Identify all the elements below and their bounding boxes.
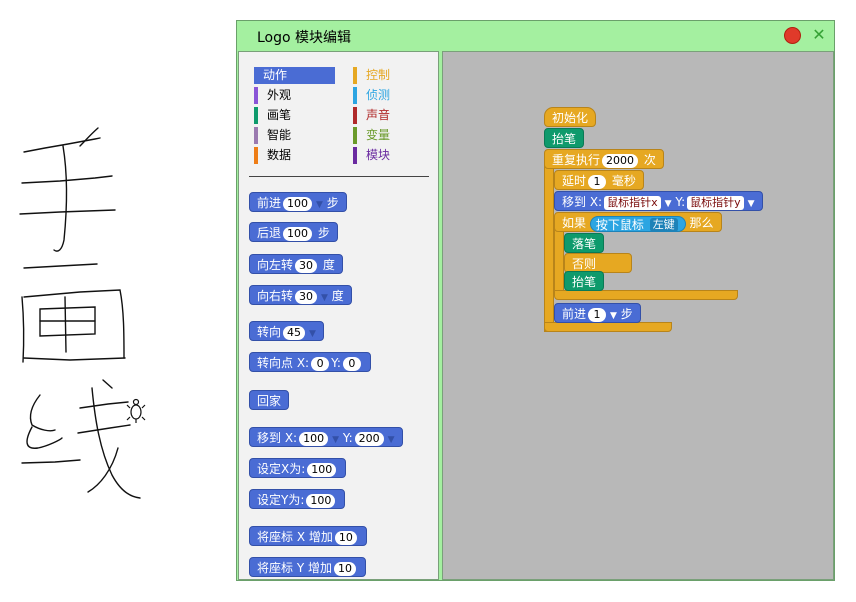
category-6[interactable]: 智能: [254, 127, 291, 144]
category-0[interactable]: 动作: [254, 67, 335, 84]
repeat-count-input[interactable]: 2000: [602, 153, 639, 168]
category-5[interactable]: 声音: [353, 107, 390, 124]
category-4[interactable]: 画笔: [254, 107, 291, 124]
stroke: [21, 296, 25, 363]
dropdown-arrow-icon[interactable]: ▼: [664, 199, 672, 209]
mouse-key-dropdown[interactable]: 左键: [649, 218, 678, 232]
stroke: [87, 447, 119, 493]
stroke: [102, 379, 113, 389]
block-goto[interactable]: 移到 X:100▼ Y:200▼: [249, 427, 403, 447]
category-3[interactable]: 侦测: [353, 87, 390, 104]
back-steps-input[interactable]: 100: [283, 226, 313, 241]
wait-input[interactable]: 1: [588, 174, 607, 189]
else-label: 否则: [564, 253, 632, 273]
stroke: [23, 263, 98, 269]
forward-steps-input[interactable]: 1: [588, 307, 607, 322]
change-x-input[interactable]: 10: [334, 530, 357, 545]
stroke: [64, 296, 67, 353]
category-2[interactable]: 外观: [254, 87, 291, 104]
dropdown-arrow-icon[interactable]: ▼: [387, 435, 395, 445]
dropdown-arrow-icon[interactable]: ▼: [332, 435, 340, 445]
stroke: [39, 306, 96, 337]
palette-divider: [249, 176, 429, 177]
mouse-down-condition[interactable]: 按下鼠标 左键: [589, 215, 686, 232]
stroke: [77, 424, 131, 434]
dropdown-arrow-icon[interactable]: ▼: [610, 311, 617, 321]
right-degrees-input[interactable]: 30: [295, 289, 318, 304]
towards-y-input[interactable]: 0: [342, 356, 361, 371]
block-set-y[interactable]: 设定Y为:100: [249, 489, 346, 509]
stroke: [23, 289, 125, 359]
block-set-x[interactable]: 设定X为:100: [249, 458, 347, 478]
goto-x-dropdown[interactable]: 鼠标指针x: [604, 195, 661, 210]
category-1[interactable]: 控制: [353, 67, 390, 84]
towards-x-input[interactable]: 0: [311, 356, 330, 371]
stroke: [53, 145, 68, 252]
block-pen-down[interactable]: 落笔: [564, 233, 605, 253]
block-init-hat[interactable]: 初始化: [544, 107, 597, 127]
block-goto-mouse[interactable]: 移到 X:鼠标指针x▼ Y:鼠标指针y▼: [554, 191, 763, 211]
dropdown-arrow-icon[interactable]: ▼: [316, 200, 323, 210]
title-bar[interactable]: Logo 模块编辑 ✕: [237, 21, 834, 51]
forward-steps-input[interactable]: 100: [283, 196, 313, 211]
turtle-icon: [126, 398, 146, 423]
stroke: [19, 209, 116, 215]
category-7[interactable]: 变量: [353, 127, 390, 144]
if-c-bottom: [554, 290, 738, 300]
if-c-arm: [554, 222, 564, 294]
stroke: [21, 459, 81, 464]
set-x-input[interactable]: 100: [307, 462, 337, 477]
stroke: [23, 357, 126, 361]
heading-input[interactable]: 45: [283, 325, 306, 340]
block-if-else[interactable]: 如果 按下鼠标 左键 那么: [554, 212, 722, 232]
close-icon[interactable]: ✕: [812, 25, 826, 44]
dropdown-arrow-icon[interactable]: ▼: [747, 199, 755, 209]
stroke: [26, 426, 63, 449]
stroke: [79, 401, 129, 409]
block-pen-up-else[interactable]: 抬笔: [564, 271, 605, 291]
category-8[interactable]: 数据: [254, 147, 291, 164]
dropdown-arrow-icon[interactable]: ▼: [321, 293, 328, 303]
block-pen-up[interactable]: 抬笔: [544, 128, 585, 148]
stroke: [23, 137, 101, 153]
category-9[interactable]: 模块: [353, 147, 390, 164]
stroke: [91, 387, 141, 499]
window-title: Logo 模块编辑: [257, 30, 352, 46]
left-degrees-input[interactable]: 30: [295, 258, 318, 273]
dropdown-arrow-icon[interactable]: ▼: [309, 329, 316, 339]
close-circle-icon[interactable]: [784, 27, 801, 44]
goto-y-input[interactable]: 200: [354, 431, 384, 446]
stroke: [29, 394, 56, 432]
block-home[interactable]: 回家: [249, 390, 290, 410]
set-y-input[interactable]: 100: [306, 493, 336, 508]
goto-y-dropdown[interactable]: 鼠标指针y: [687, 195, 744, 210]
change-y-input[interactable]: 10: [333, 561, 356, 576]
stroke: [21, 175, 113, 184]
repeat-c-arm: [544, 158, 554, 332]
stroke: [79, 127, 99, 147]
goto-x-input[interactable]: 100: [299, 431, 329, 446]
